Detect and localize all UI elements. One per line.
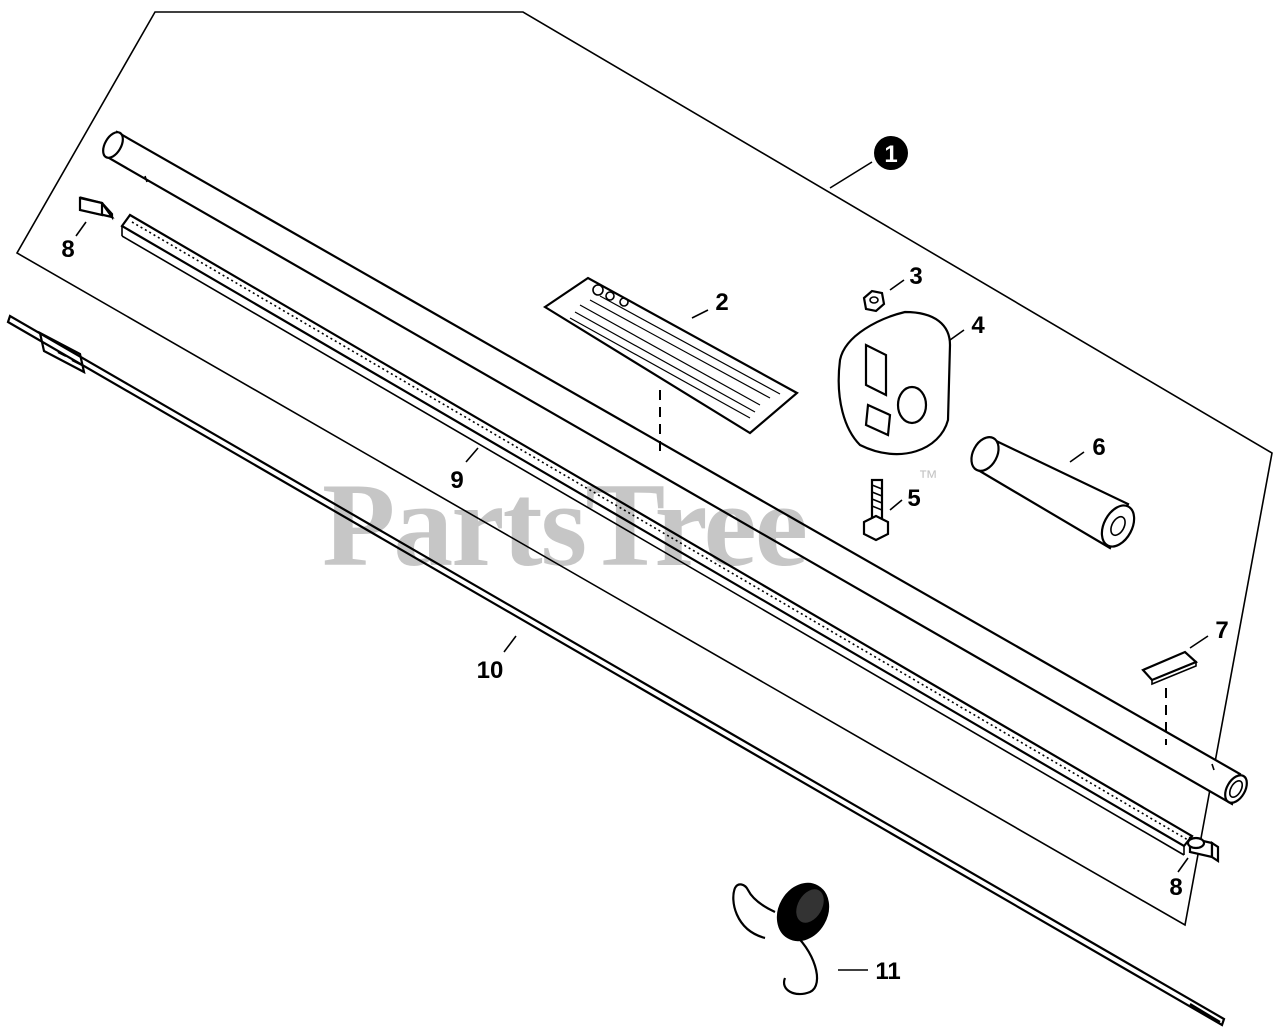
callout-2[interactable]: 2 [715,289,728,316]
liner-part-9[interactable] [120,213,1194,856]
trademark-symbol: ™ [918,467,938,489]
callout-11[interactable]: 11 [875,958,900,985]
callout-6[interactable]: 6 [1092,434,1105,461]
drive-shaft-part-10[interactable] [6,314,1226,1027]
callout-8-right[interactable]: 8 [1169,874,1182,901]
hook-bumper-part-11[interactable] [732,874,838,996]
callout-7[interactable]: 7 [1215,617,1228,644]
leader-lines [75,161,1209,971]
warning-label-part-2[interactable] [542,276,799,435]
assembly-outline [15,11,1273,927]
bushing-part-8-right[interactable] [1186,836,1220,864]
callout-10[interactable]: 10 [477,657,504,684]
clamp-bracket-part-4[interactable] [837,310,952,456]
callout-1[interactable]: 1 [874,136,908,170]
grip-sleeve-part-6[interactable] [966,432,1141,552]
callout-9[interactable]: 9 [450,467,463,494]
callout-4[interactable]: 4 [971,312,985,339]
bolt-part-5[interactable] [862,478,890,542]
outer-tube[interactable] [99,129,1251,807]
callout-8-left[interactable]: 8 [61,236,74,263]
callout-5[interactable]: 5 [907,485,920,512]
callout-1-label: 1 [884,141,897,168]
plate-part-7[interactable] [1141,650,1199,686]
nut-part-3[interactable] [862,289,886,313]
bushing-part-8-left[interactable] [78,196,115,221]
partstree-watermark: PartsTree [322,458,806,591]
callout-3[interactable]: 3 [909,263,922,290]
